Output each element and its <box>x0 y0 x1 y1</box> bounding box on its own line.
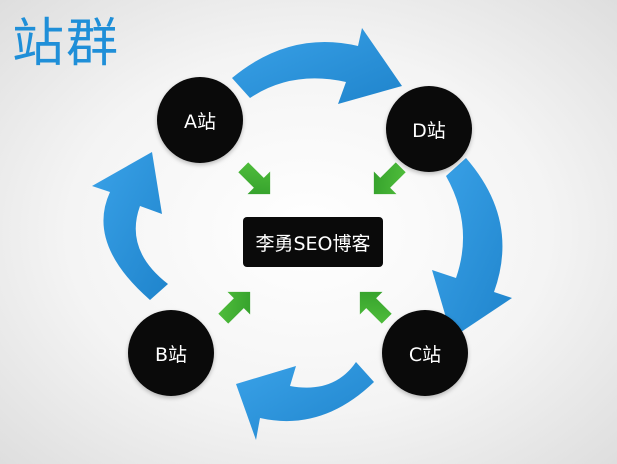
node-d: D站 <box>386 86 472 172</box>
page-title: 站群 <box>12 14 121 74</box>
node-c: C站 <box>382 310 468 396</box>
node-b: B站 <box>128 310 214 396</box>
cycle-arrow-top <box>232 28 402 104</box>
link-arrow-from-d <box>373 162 406 195</box>
center-box: 李勇SEO博客 <box>243 217 383 267</box>
link-arrow-from-b <box>218 291 251 324</box>
cycle-arrow-right <box>432 158 512 338</box>
link-arrow-from-a <box>238 162 271 195</box>
cycle-arrow-bottom <box>236 362 374 440</box>
node-a: A站 <box>157 77 243 163</box>
cycle-arrow-left <box>92 152 168 300</box>
link-arrow-from-c <box>359 291 392 324</box>
